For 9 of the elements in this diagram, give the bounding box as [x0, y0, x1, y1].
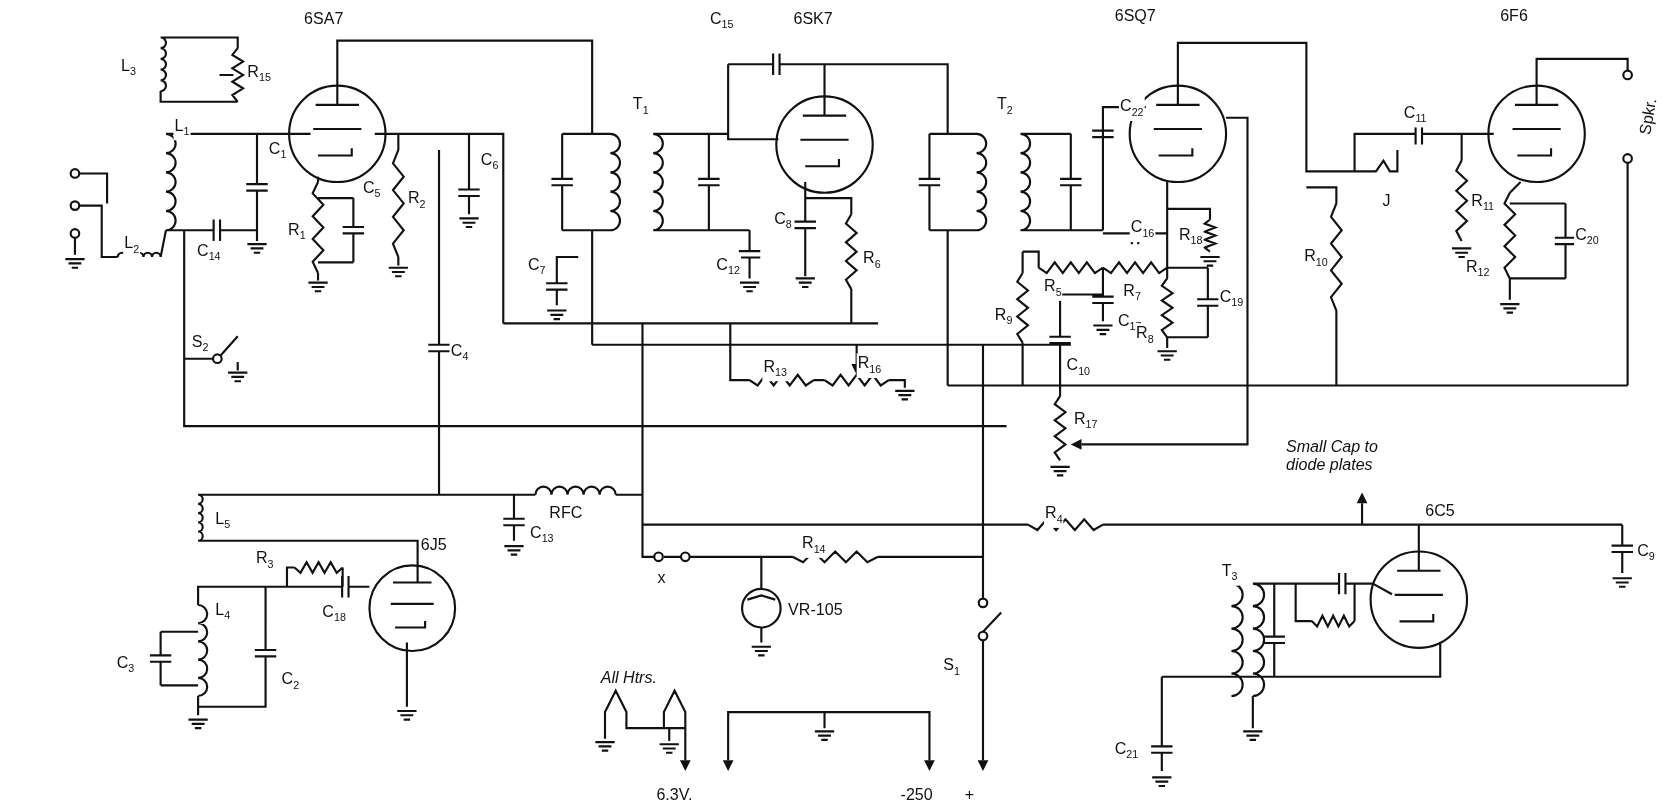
component-label: C$_{16}$	[1129, 217, 1156, 242]
component-label: R$_{4}$	[1044, 503, 1064, 528]
component-label: R$_{14}$	[800, 533, 827, 558]
component-label: L$_{2}$	[123, 233, 141, 259]
component-label: R$_{5}$	[1042, 276, 1063, 301]
component-label: R$_{16}$	[856, 353, 883, 378]
component-label: C$_{22}$	[1119, 96, 1145, 121]
component-label: T$_{3}$	[1220, 561, 1239, 586]
tube-label: 6SQ7	[1113, 6, 1157, 25]
